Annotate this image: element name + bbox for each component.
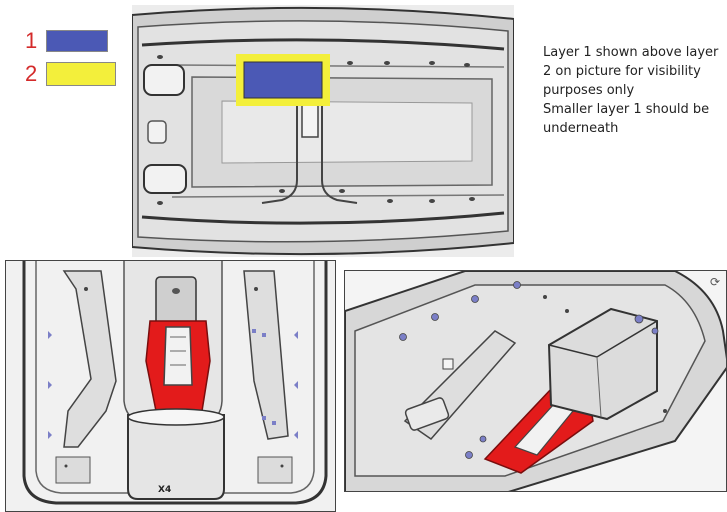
part-code-label: X4 [158,485,172,495]
bottom-left-view: X4 [5,260,336,512]
legend-swatch-2 [46,62,116,86]
note-line-4: Smaller layer 1 should be [543,102,710,117]
top-underside-drawing [132,5,514,257]
legend-swatch-1 [46,30,108,52]
bottom-right-view [344,270,727,492]
note-line-1: Layer 1 shown above layer [543,45,719,60]
legend-number-1: 1 [25,28,38,53]
bottom-left-drawing [6,261,335,511]
note-line-5: underneath [543,121,619,136]
bottom-right-drawing [345,271,726,491]
note-text: Layer 1 shown above layer 2 on picture f… [543,43,727,138]
layer-1-region [243,61,323,99]
legend-number-2: 2 [25,61,38,86]
rotate-icon: ⟳ [710,275,721,289]
top-underside-view [132,5,514,257]
note-line-3: purposes only [543,83,635,98]
note-line-2: 2 on picture for visibility [543,64,701,79]
